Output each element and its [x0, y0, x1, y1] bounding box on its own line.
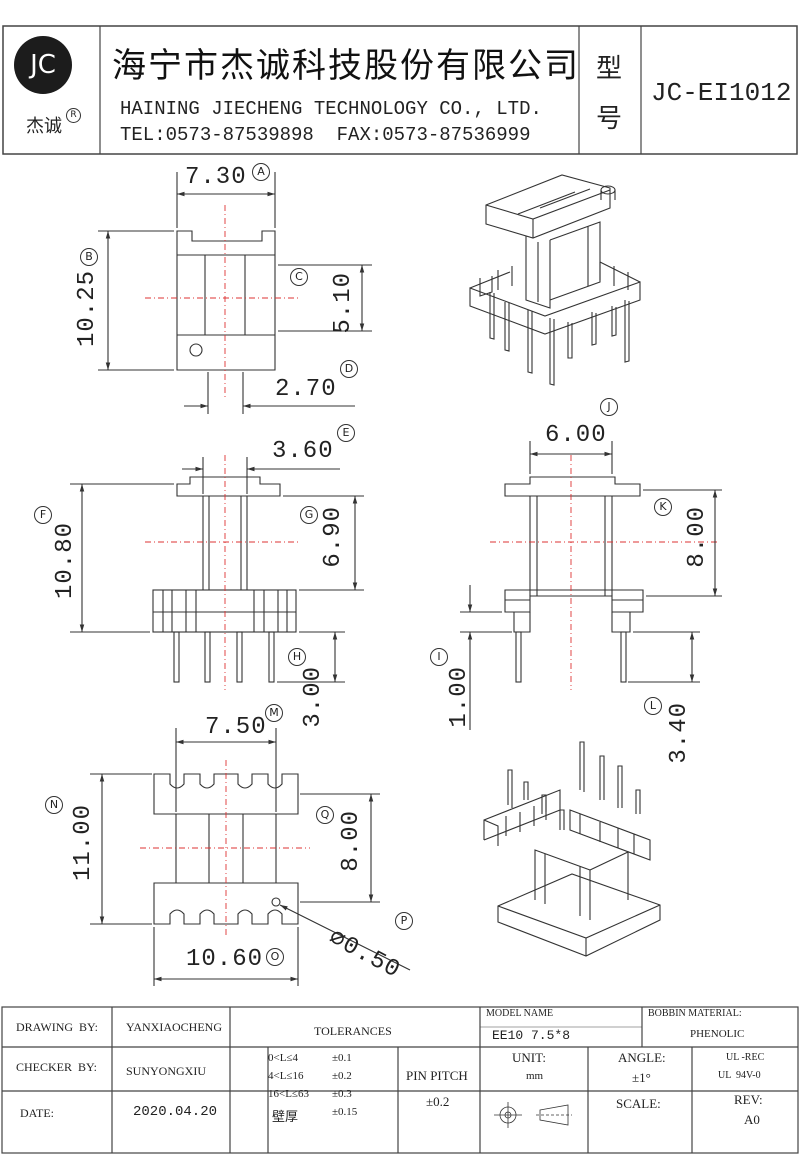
dim-I	[460, 585, 512, 730]
dim-F-value: 10.80	[52, 522, 79, 600]
dim-L-value: 3.40	[666, 702, 693, 764]
date-value: 2020.04.20	[133, 1104, 218, 1120]
dim-F-label: F	[34, 506, 52, 524]
dim-B-value: 10.25	[74, 270, 101, 348]
drawing-by-label: DRAWING BY:	[16, 1020, 98, 1034]
tolerance-row: 16<L≤63±0.3	[268, 1088, 352, 1100]
company-name-cn: 海宁市杰诚科技股份有限公司	[112, 46, 580, 86]
dim-M-value: 7.50	[205, 714, 267, 741]
angle-label: ANGLE:	[618, 1050, 666, 1065]
model-name-value: EE10 7.5*8	[492, 1028, 571, 1043]
dim-H-label: H	[288, 648, 306, 666]
dim-D	[184, 372, 355, 414]
dim-O	[153, 927, 299, 986]
dim-H-value: 3.00	[300, 666, 327, 728]
dim-I-value: 1.00	[446, 666, 473, 728]
registered-mark: R	[66, 108, 81, 123]
bottom-view	[153, 773, 299, 925]
logo-brand: 杰诚	[26, 116, 62, 137]
dim-Q	[300, 793, 380, 903]
dim-P	[279, 904, 411, 971]
dim-A-value: 7.30	[185, 164, 247, 191]
model-number: JC-EI1012	[651, 78, 792, 108]
header: JC 杰诚 R 海宁市杰诚科技股份有限公司 HAINING JIECHENG T…	[0, 0, 800, 155]
drawing-by-value: YANXIAOCHENG	[126, 1020, 222, 1034]
dim-E-value: 3.60	[272, 438, 334, 465]
dim-C-value: 5.10	[330, 272, 357, 334]
pin-pitch-label: PIN PITCH	[406, 1068, 468, 1083]
dim-B	[98, 230, 174, 371]
dim-C	[278, 264, 372, 332]
dim-J-value: 6.00	[545, 422, 607, 449]
date-label: DATE:	[20, 1106, 54, 1120]
tolerance-row: 4<L≤16±0.2	[268, 1070, 352, 1082]
dim-L	[628, 631, 700, 683]
company-name-en: HAINING JIECHENG TECHNOLOGY CO., LTD.	[120, 98, 542, 120]
dim-N-value: 11.00	[70, 804, 97, 882]
dim-G-label: G	[300, 506, 318, 524]
dim-D-value: 2.70	[275, 376, 337, 403]
dim-J-label: J	[600, 398, 618, 416]
dim-F	[70, 483, 174, 633]
dim-B-label: B	[80, 248, 98, 266]
dim-A	[176, 172, 276, 228]
dim-C-label: C	[290, 268, 308, 286]
company-contact: TEL:0573-87539898 FAX:0573-87536999	[120, 124, 531, 146]
isometric-view-top	[469, 174, 641, 386]
unit-label: UNIT:	[512, 1050, 547, 1065]
dim-G-value: 6.90	[320, 506, 347, 568]
scale-label: SCALE:	[616, 1096, 661, 1111]
title-block-frame	[1, 1006, 799, 1154]
top-view	[176, 230, 276, 371]
checker-by-label: CHECKER BY:	[16, 1060, 97, 1074]
rev-value: A0	[744, 1112, 760, 1127]
tolerances-label: TOLERANCES	[314, 1024, 392, 1038]
dim-K-value: 8.00	[684, 506, 711, 568]
angle-value: ±1°	[632, 1070, 651, 1085]
isometric-view-bottom	[483, 741, 661, 957]
front-view	[152, 476, 297, 683]
dim-Q-label: Q	[316, 806, 334, 824]
side-view	[504, 476, 644, 683]
logo-badge: JC	[14, 36, 72, 94]
dim-O-value: 10.60	[186, 946, 264, 973]
dim-I-label: I	[430, 648, 448, 666]
dim-G	[283, 495, 364, 591]
dim-E-label: E	[337, 424, 355, 442]
dim-L-label: L	[644, 697, 662, 715]
dim-M-label: M	[265, 704, 283, 722]
type-label-2: 号	[596, 104, 623, 134]
bobbin-material-label: BOBBIN MATERIAL:	[648, 1008, 742, 1019]
tolerance-row: 0<L≤4±0.1	[268, 1052, 352, 1064]
dim-P-label: P	[395, 912, 413, 930]
checker-by-value: SUNYONGXIU	[126, 1064, 206, 1078]
dim-E	[182, 457, 340, 494]
type-label-1: 型	[596, 54, 623, 84]
dim-Q-value: 8.00	[338, 810, 365, 872]
dim-N-label: N	[45, 796, 63, 814]
header-frame	[2, 25, 798, 155]
tolerance-table: 0<L≤4±0.1 4<L≤16±0.2 16<L≤63±0.3 壁厚±0.15	[232, 1052, 397, 1125]
ul-rec: UL -REC	[726, 1052, 765, 1063]
model-name-label: MODEL NAME	[486, 1008, 554, 1019]
dim-K-label: K	[654, 498, 672, 516]
dim-O-label: O	[266, 948, 284, 966]
dim-M	[175, 728, 277, 812]
rev-label: REV:	[734, 1092, 763, 1107]
unit-value: mm	[526, 1070, 544, 1082]
dim-H	[277, 631, 345, 683]
dim-K	[643, 489, 722, 597]
dim-D-label: D	[340, 360, 358, 378]
ul-94v0: UL 94V-0	[718, 1070, 761, 1081]
bobbin-material-value: PHENOLIC	[690, 1028, 745, 1040]
tolerance-row: 壁厚±0.15	[272, 1106, 358, 1125]
pin-pitch-value: ±0.2	[426, 1094, 450, 1109]
projection-symbol	[494, 1102, 572, 1128]
technical-drawings	[70, 172, 722, 986]
dim-A-label: A	[252, 163, 270, 181]
dim-J	[529, 441, 613, 474]
dim-N	[90, 773, 152, 925]
